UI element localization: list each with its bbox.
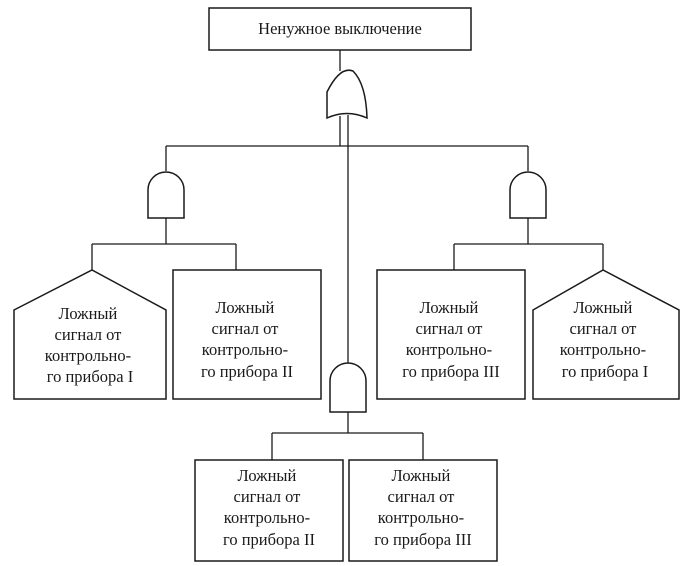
event-2-label: Ложный сигнал от контрольно- го прибора …	[201, 298, 293, 381]
event-box-3	[376, 269, 526, 400]
or-gate-top	[326, 69, 368, 120]
event-house-1	[13, 269, 167, 400]
and-gate-left	[147, 171, 185, 219]
event-3-label: Ложный сигнал от контрольно- го прибора …	[402, 298, 499, 381]
event-box-6	[348, 459, 498, 562]
and-gate-bottom	[329, 362, 367, 413]
event-box-5	[194, 459, 344, 562]
event-box-2	[172, 269, 322, 400]
event-house-4	[532, 269, 680, 400]
event-5-label: Ложный сигнал от контрольно- го прибора …	[223, 466, 315, 549]
event-4-label: Ложный сигнал от контрольно- го прибора …	[560, 298, 650, 381]
event-6-label: Ложный сигнал от контрольно- го прибора …	[374, 466, 471, 549]
event-1-label: Ложный сигнал от контрольно- го прибора …	[45, 304, 135, 386]
top-event-label: Ненужное выключение	[258, 19, 422, 38]
and-gate-right	[509, 171, 547, 219]
top-event-box	[208, 7, 472, 51]
